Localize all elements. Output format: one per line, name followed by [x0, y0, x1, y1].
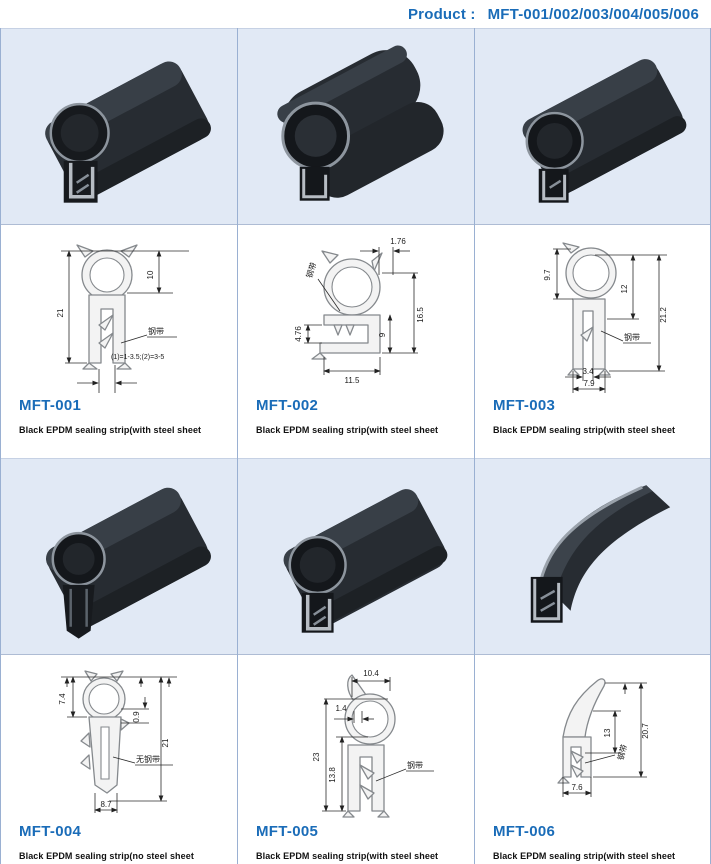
dim-overall-height: 16.5 [416, 307, 425, 323]
page-header: Product : MFT-001/002/003/004/005/006 [0, 0, 711, 28]
mft-001-detail-area: 21 10 钢带 (1)=1-3.5;(2)=3-5 MFT-001 Black… [1, 225, 237, 458]
steel-band-label: 钢带 [148, 326, 164, 336]
dim-bottom-width: 7.6 [571, 783, 583, 792]
mft-004-product-image [1, 458, 237, 655]
dim-channel-height: 13 [603, 728, 612, 737]
mft-002-product-image [238, 28, 474, 225]
dim-range-note: (1)=1-3.5;(2)=3-5 [111, 354, 164, 361]
profile-outline [562, 242, 617, 376]
mft-001-cross-section-drawing: 21 10 钢带 (1)=1-3.5;(2)=3-5 [56, 244, 189, 393]
dimension-lines [304, 247, 418, 375]
dim-bottom-width: 8.7 [100, 800, 112, 809]
mft-002-detail-area: 1.76 16.5 9 4.76 11.5 钢带 MFT-002 Black E… [238, 225, 474, 458]
mft-006-detail-area: 13 20.7 钢带 7.6 MFT-006 Black EPDM sealin… [475, 655, 710, 864]
mft-006-product-image [475, 458, 710, 655]
dim-bulb-height: 9.7 [543, 269, 552, 281]
product-code: MFT-004 [19, 823, 82, 840]
dim-top-width: 1.76 [390, 237, 406, 246]
dimension-lines [553, 248, 667, 393]
dimension-lines [61, 676, 177, 813]
mft-002-cross-section-drawing: 1.76 16.5 9 4.76 11.5 钢带 [294, 237, 425, 385]
product-code: MFT-003 [493, 397, 556, 414]
dim-lip-height: 4.76 [294, 326, 303, 342]
product-grid: 21 10 钢带 (1)=1-3.5;(2)=3-5 MFT-001 Black… [0, 28, 711, 864]
product-cell-mft-001: 21 10 钢带 (1)=1-3.5;(2)=3-5 MFT-001 Black… [0, 28, 237, 458]
mft-001-product-image [1, 28, 237, 225]
dim-overall-height: 21.2 [659, 307, 668, 323]
mft-005-detail-area: 10.4 1.4 23 13.8 钢带 MFT-005 Black EPDM s… [238, 655, 474, 864]
dimension-lines [61, 250, 189, 393]
dim-channel-height: 9 [378, 332, 387, 337]
dim-bottom-width: 7.9 [583, 379, 595, 388]
dim-overall-height: 21 [56, 308, 65, 317]
steel-band-label: 钢带 [407, 760, 423, 770]
profile-outline [80, 670, 130, 794]
product-cell-mft-003: 9.7 12 21.2 钢带 3.4 7.9 MFT-003 Black EPD… [474, 28, 711, 458]
product-cell-mft-004: 7.4 0.9 21 无钢带 8.7 MFT-004 Black EPDM se… [0, 458, 237, 864]
mft-005-product-image [238, 458, 474, 655]
profile-outline [557, 678, 606, 784]
dimension-lines [322, 677, 434, 812]
dim-channel-height: 12 [620, 284, 629, 293]
product-codes-list: MFT-001/002/003/004/005/006 [487, 5, 699, 23]
product-description: Black EPDM sealing strip(with steel shee… [256, 425, 439, 435]
seal-strip-render [277, 45, 444, 201]
mft-006-cross-section-drawing: 13 20.7 钢带 7.6 [557, 678, 650, 797]
seal-strip-render [283, 489, 448, 633]
product-cell-mft-002: 1.76 16.5 9 4.76 11.5 钢带 MFT-002 Black E… [237, 28, 474, 458]
seal-strip-render [522, 59, 687, 203]
product-code: MFT-001 [19, 397, 82, 414]
mft-004-cross-section-drawing: 7.4 0.9 21 无钢带 8.7 [58, 670, 177, 813]
dim-overall-height: 20.7 [641, 723, 650, 739]
steel-band-label: 钢带 [624, 332, 640, 342]
seal-strip-render [530, 485, 671, 623]
dim-slot-width: 3.4 [582, 367, 594, 376]
dim-bulb-height: 7.4 [58, 693, 67, 705]
product-label: Product : [407, 5, 476, 23]
dim-top-width: 10.4 [363, 669, 379, 678]
steel-band-label: 钢带 [615, 743, 629, 761]
dim-channel-height: 13.8 [328, 767, 337, 783]
mft-005-cross-section-drawing: 10.4 1.4 23 13.8 钢带 [312, 669, 434, 818]
dimension-lines [562, 682, 647, 797]
no-steel-band-label: 无钢带 [136, 754, 160, 764]
seal-strip-render [45, 487, 211, 639]
dim-bottom-width: 11.5 [345, 376, 361, 385]
mft-003-cross-section-drawing: 9.7 12 21.2 钢带 3.4 7.9 [543, 242, 668, 393]
product-cell-mft-005: 10.4 1.4 23 13.8 钢带 MFT-005 Black EPDM s… [237, 458, 474, 864]
dim-upper-height: 10 [146, 270, 155, 279]
product-code: MFT-006 [493, 823, 556, 840]
profile-outline [76, 244, 138, 370]
product-description: Black EPDM sealing strip(with steel shee… [493, 425, 676, 435]
product-description: Black EPDM sealing strip(with steel shee… [19, 425, 202, 435]
product-cell-mft-006: 13 20.7 钢带 7.6 MFT-006 Black EPDM sealin… [474, 458, 711, 864]
product-code: MFT-002 [256, 397, 319, 414]
dim-lip-thickness: 0.9 [132, 711, 141, 723]
product-description: Black EPDM sealing strip(no steel sheet [19, 851, 194, 861]
profile-outline [311, 250, 383, 360]
mft-003-detail-area: 9.7 12 21.2 钢带 3.4 7.9 MFT-003 Black EPD… [475, 225, 710, 458]
product-description: Black EPDM sealing strip(with steel shee… [256, 851, 439, 861]
seal-strip-render [45, 61, 211, 203]
profile-outline [342, 674, 396, 818]
dim-wall-thickness: 1.4 [335, 704, 347, 713]
product-description: Black EPDM sealing strip(with steel shee… [493, 851, 676, 861]
product-code: MFT-005 [256, 823, 319, 840]
mft-004-detail-area: 7.4 0.9 21 无钢带 8.7 MFT-004 Black EPDM se… [1, 655, 237, 864]
steel-band-label: 钢带 [304, 261, 318, 279]
dim-overall-height: 23 [312, 752, 321, 761]
mft-003-product-image [475, 28, 710, 225]
dim-overall-height: 21 [161, 738, 170, 747]
